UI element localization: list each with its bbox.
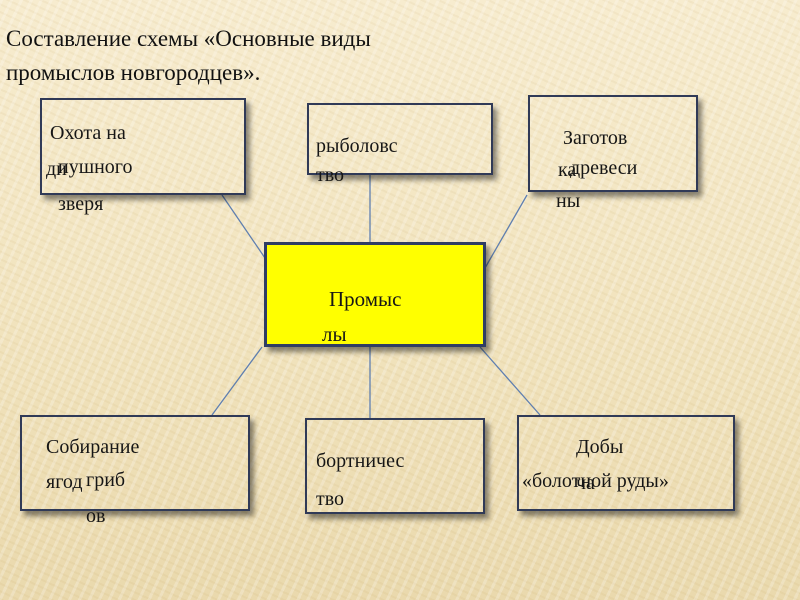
node-timber — [528, 95, 698, 192]
node-gathering-line2: гриб — [86, 469, 126, 491]
node-gathering — [20, 415, 250, 511]
connector-ore — [479, 346, 541, 416]
node-timber-line3: ны — [556, 190, 581, 212]
node-fishing-line1: рыболовс — [316, 135, 398, 157]
node-ore-line2: «болотной руды» — [522, 470, 669, 492]
center-label-line2: лы — [322, 322, 347, 346]
node-gathering-line1: Собирание — [46, 436, 140, 458]
slide-title: Составление схемы «Основные виды промысл… — [6, 26, 371, 85]
connector-gathering — [211, 346, 263, 416]
center-label-line1: Промыс — [329, 287, 402, 311]
node-fishing — [307, 103, 493, 175]
node-fishing-line2: тво — [316, 164, 345, 186]
node-ore — [517, 415, 735, 511]
node-timber-line2: древеси — [570, 157, 638, 179]
node-hunting-line2: пушного — [58, 156, 133, 178]
node-beekeeping-line1: бортничес — [316, 450, 405, 472]
node-gathering-line2b: ягод — [46, 471, 83, 493]
node-hunting-line3: зверя — [58, 193, 104, 215]
connector-hunting — [221, 194, 266, 259]
node-timber-line1: Заготов — [563, 127, 628, 149]
node-ore-line2b: ча — [576, 472, 595, 494]
node-timber-line2b: ка — [558, 159, 577, 181]
node-hunting — [40, 98, 246, 195]
node-hunting-line2b: ди — [46, 158, 67, 180]
node-beekeeping-line2: тво — [316, 488, 345, 510]
node-ore-line1: Добы — [576, 436, 624, 458]
node-gathering-line3: ов — [86, 505, 106, 527]
node-beekeeping — [305, 418, 485, 514]
node-hunting-line1: Охота на — [50, 122, 126, 144]
center-node-promysly: Промыс лы — [264, 242, 486, 347]
connector-timber — [484, 194, 528, 269]
